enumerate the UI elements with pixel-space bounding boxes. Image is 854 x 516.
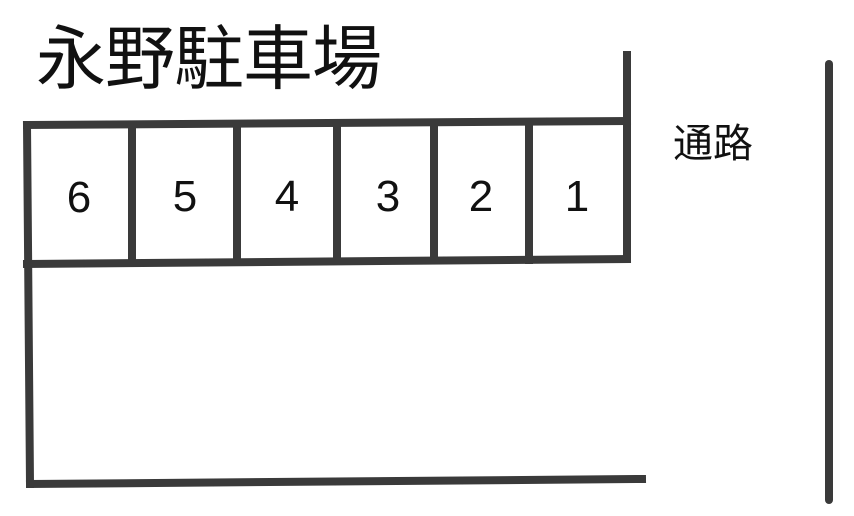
left-boundary — [22, 120, 35, 489]
stall-number-3: 3 — [375, 172, 401, 221]
parking-lot-title: 永野駐車場 — [36, 18, 382, 100]
stall-number-2: 2 — [468, 172, 494, 221]
stall-row-bottom-edge — [22, 254, 632, 269]
bottom-boundary — [25, 474, 647, 489]
stall-number-1: 1 — [564, 172, 590, 221]
road-label: 通路 — [673, 121, 753, 167]
stall-number-5: 5 — [172, 172, 198, 221]
stall-row-top-edge — [22, 116, 632, 130]
stall-number-4: 4 — [274, 172, 300, 221]
stall-number-6: 6 — [66, 173, 92, 222]
